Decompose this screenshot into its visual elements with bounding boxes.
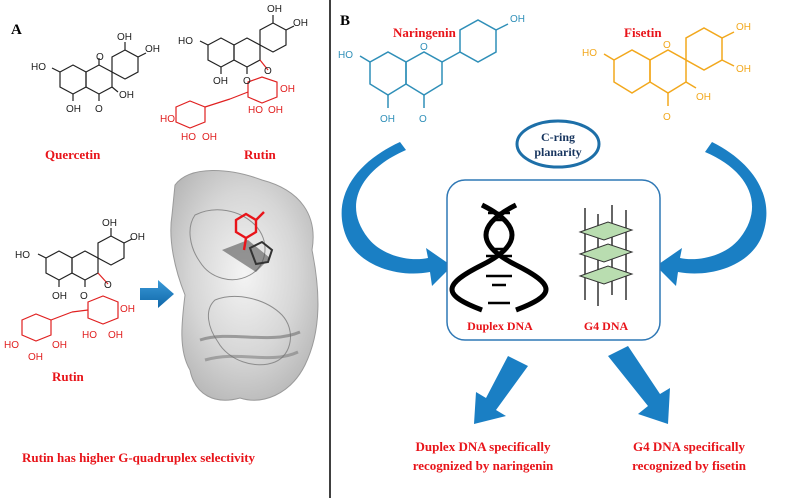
rutin-bottom-atom-labels: HO OH OH OH O O OH OH HO HO OH OH bbox=[4, 218, 145, 363]
atom-label: O bbox=[420, 42, 428, 53]
atom-label: HO bbox=[338, 50, 353, 61]
atom-label: OH bbox=[52, 291, 67, 302]
atom-label: O bbox=[95, 104, 103, 115]
atom-label: OH bbox=[267, 4, 282, 15]
atom-label: HO bbox=[181, 132, 196, 143]
atom-label: OH bbox=[28, 352, 43, 363]
g4-dna-label: G4 DNA bbox=[584, 319, 629, 333]
fisetin-atom-labels: HO O O OH OH OH bbox=[582, 22, 751, 123]
atom-label: O bbox=[104, 280, 112, 291]
atom-label: OH bbox=[117, 32, 132, 43]
quercetin-atom-labels: HO OH OH OH OH O O bbox=[31, 32, 160, 115]
atom-label: OH bbox=[736, 64, 751, 75]
atom-label: HO bbox=[582, 48, 597, 59]
atom-label: OH bbox=[52, 340, 67, 351]
arrow-right-icon bbox=[140, 280, 174, 308]
atom-label: HO bbox=[4, 340, 19, 351]
arrow-down-left-icon bbox=[474, 356, 528, 424]
panel-b: B Naringenin HO O OH O OH Fisetin bbox=[338, 13, 767, 473]
atom-label: OH bbox=[120, 304, 135, 315]
atom-label: OH bbox=[268, 105, 283, 116]
atom-label: HO bbox=[31, 62, 46, 73]
curved-arrow-left-icon bbox=[341, 142, 452, 286]
fisetin-structure bbox=[603, 27, 735, 106]
atom-label: OH bbox=[213, 76, 228, 87]
rutin-bottom-structure bbox=[21, 228, 133, 342]
quercetin-structure bbox=[51, 42, 147, 101]
atom-label: OH bbox=[293, 18, 308, 29]
result-left-line2: recognized by naringenin bbox=[413, 458, 554, 473]
c-ring-line2: planarity bbox=[534, 145, 581, 159]
curved-arrow-right-icon bbox=[656, 142, 767, 286]
atom-label: OH bbox=[130, 232, 145, 243]
atom-label: OH bbox=[202, 132, 217, 143]
atom-label: OH bbox=[119, 90, 134, 101]
atom-label: OH bbox=[696, 92, 711, 103]
naringenin-structure bbox=[359, 19, 509, 108]
quercetin-label: Quercetin bbox=[45, 147, 101, 162]
atom-label: OH bbox=[66, 104, 81, 115]
atom-label: OH bbox=[510, 14, 525, 25]
rutin-top-structure bbox=[175, 15, 295, 129]
panel-a-letter: A bbox=[11, 22, 22, 38]
panel-a: A HO OH OH OH OH O O Quercetin bbox=[4, 4, 319, 465]
atom-label: OH bbox=[145, 44, 160, 55]
result-right-line2: recognized by fisetin bbox=[632, 458, 747, 473]
naringenin-atom-labels: HO O OH O OH bbox=[338, 14, 525, 125]
g4-dna-surface-render bbox=[170, 170, 319, 401]
panel-a-caption: Rutin has higher G-quadruplex selectivit… bbox=[22, 450, 256, 465]
atom-label: O bbox=[663, 112, 671, 123]
atom-label: OH bbox=[736, 22, 751, 33]
atom-label: HO bbox=[248, 105, 263, 116]
rutin-top-label: Rutin bbox=[244, 147, 277, 162]
atom-label: O bbox=[80, 291, 88, 302]
rutin-top-atom-labels: HO OH OH OH O O OH OH HO HO HO OH bbox=[160, 4, 308, 143]
atom-label: O bbox=[96, 52, 104, 63]
fisetin-label: Fisetin bbox=[624, 25, 662, 40]
duplex-dna-helix-icon bbox=[449, 202, 549, 313]
atom-label: OH bbox=[108, 330, 123, 341]
rutin-bottom-label: Rutin bbox=[52, 369, 85, 384]
atom-label: OH bbox=[280, 84, 295, 95]
result-left-line1: Duplex DNA specifically bbox=[415, 439, 551, 454]
naringenin-label: Naringenin bbox=[393, 25, 457, 40]
duplex-dna-label: Duplex DNA bbox=[467, 319, 533, 333]
ligand-rutin-red bbox=[234, 211, 265, 251]
atom-label: HO bbox=[160, 114, 175, 125]
atom-label: HO bbox=[15, 250, 30, 261]
atom-label: OH bbox=[380, 114, 395, 125]
dna-types-box bbox=[446, 179, 661, 341]
result-right-line1: G4 DNA specifically bbox=[633, 439, 745, 454]
atom-label: OH bbox=[102, 218, 117, 229]
arrow-down-right-icon bbox=[608, 346, 670, 424]
atom-label: HO bbox=[82, 330, 97, 341]
ligand-rutin-dark bbox=[248, 240, 274, 266]
atom-label: O bbox=[419, 114, 427, 125]
c-ring-line1: C-ring bbox=[541, 130, 575, 144]
c-ring-planarity-badge bbox=[515, 119, 601, 169]
atom-label: O bbox=[663, 40, 671, 51]
g4-dna-tetrad-icon bbox=[578, 205, 634, 306]
panel-b-letter: B bbox=[340, 13, 350, 29]
atom-label: HO bbox=[178, 36, 193, 47]
atom-label: O bbox=[243, 76, 251, 87]
atom-label: O bbox=[264, 66, 272, 77]
